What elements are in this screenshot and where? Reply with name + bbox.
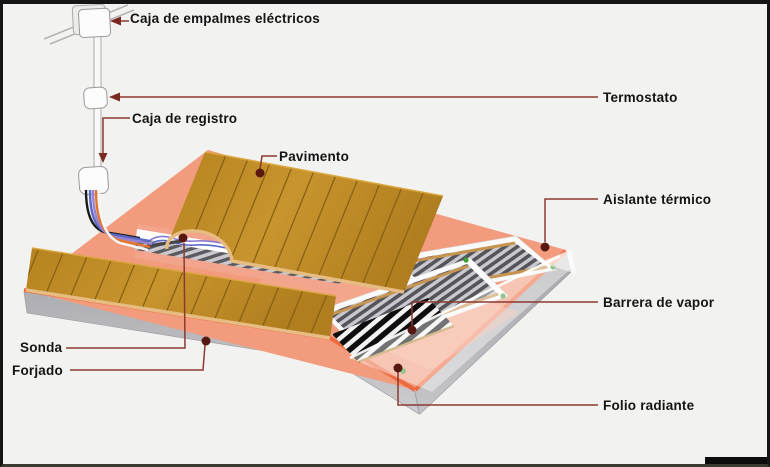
border-artifact-bottom-right (705, 457, 767, 464)
leader-dots (178, 168, 550, 373)
label-vapor-barrier: Barrera de vapor (603, 295, 715, 310)
border-artifact-top-right (747, 4, 767, 8)
junction-box (71, 4, 112, 38)
leader-arrowheads (98, 16, 121, 163)
leader-lines (66, 20, 598, 406)
label-thermal-insulation: Aislante térmico (603, 192, 712, 207)
vapor-barrier-sheet (349, 250, 576, 392)
label-thermostat: Termostato (603, 90, 678, 105)
label-registry-box: Caja de registro (132, 111, 238, 126)
label-radiant-foil: Folio radiante (603, 398, 695, 413)
label-probe: Sonda (20, 340, 63, 355)
label-slab: Forjado (12, 363, 63, 378)
label-pavement: Pavimento (279, 149, 350, 164)
thermostat-box (83, 86, 108, 110)
label-junction-box: Caja de empalmes eléctricos (130, 11, 320, 26)
cables-to-floor (84, 189, 153, 252)
registry-box (78, 165, 109, 195)
